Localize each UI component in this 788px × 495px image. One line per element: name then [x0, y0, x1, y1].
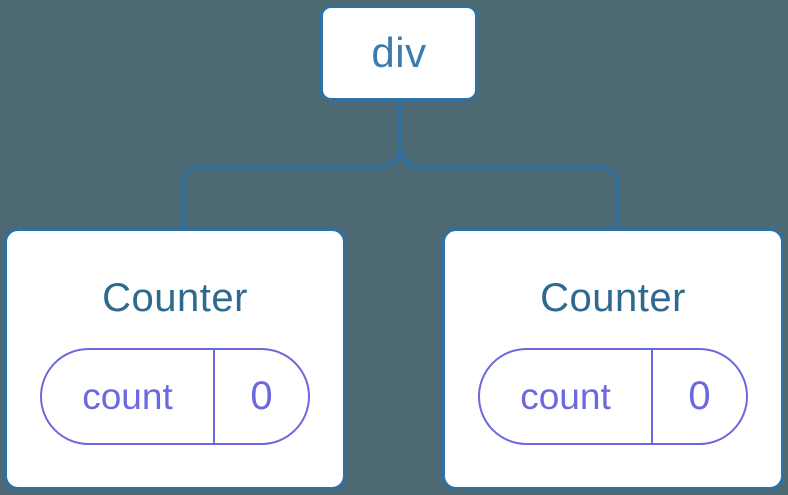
counter-node-left: Counter count 0: [4, 228, 346, 490]
counter-node-title: Counter: [540, 276, 686, 320]
connector-right-branch: [398, 100, 620, 228]
counter-node-title: Counter: [102, 276, 248, 320]
state-name-label: count: [480, 350, 653, 443]
state-pill: count 0: [40, 348, 310, 445]
connector-left-branch: [181, 100, 402, 228]
state-name-label: count: [42, 350, 215, 443]
state-value-label: 0: [250, 374, 273, 418]
root-node-label: div: [371, 29, 427, 76]
root-node-div: div: [320, 5, 478, 101]
counter-node-right: Counter count 0: [442, 228, 784, 490]
state-pill: count 0: [478, 348, 748, 445]
state-value-label: 0: [688, 374, 711, 418]
